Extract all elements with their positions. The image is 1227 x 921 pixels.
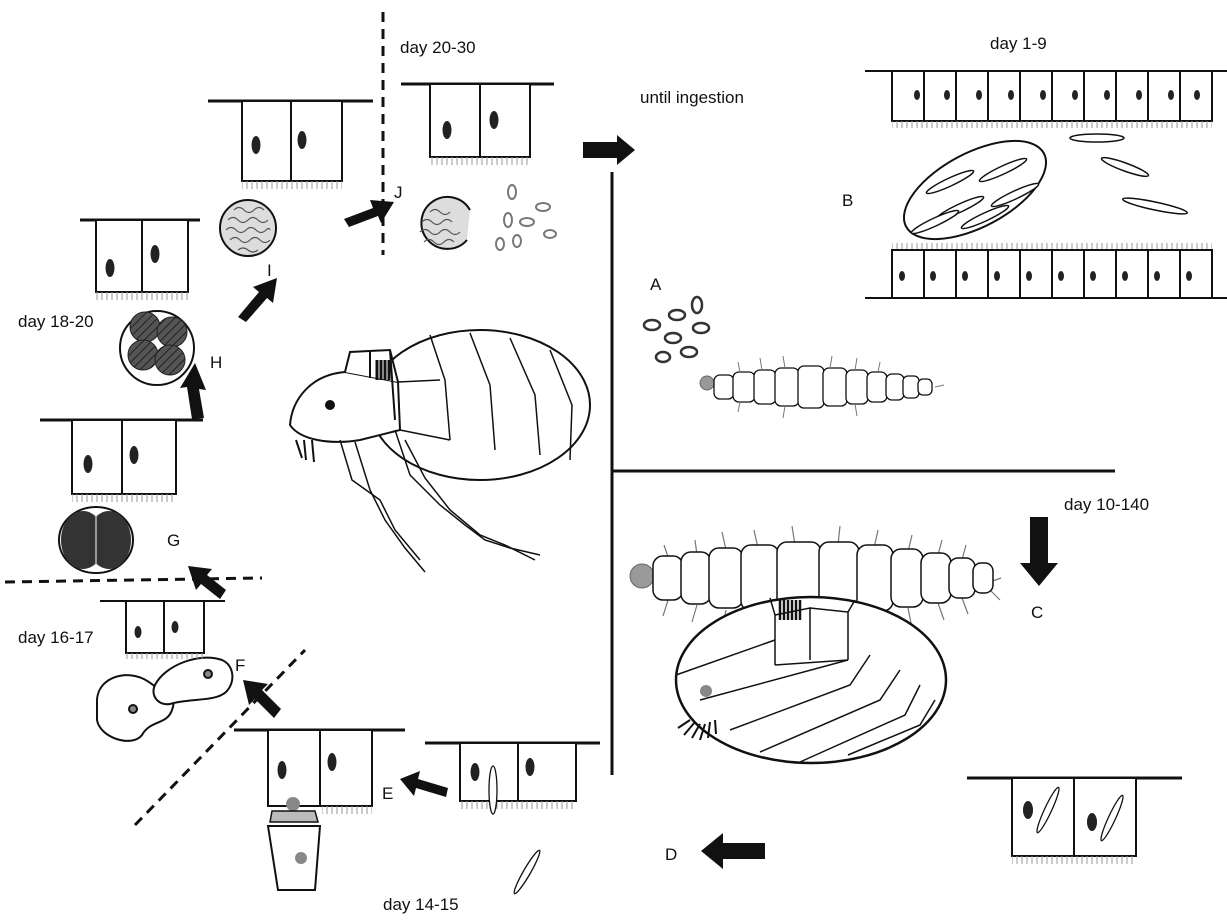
epithelium-above-i [208,101,373,189]
oocysts-a [644,297,709,362]
epithelium-above-g [40,420,203,502]
adult-flea [290,330,590,572]
arrow-g-upleft [188,566,226,599]
arrow-i-upright [238,278,277,322]
stage-letter-b: B [842,191,853,210]
oocyst-mass-i [220,200,276,256]
stage-letter-i: I [267,261,272,280]
stage-letter-j: J [394,183,403,202]
released-oocysts-j [496,185,556,250]
label-day-14-15: day 14-15 [383,895,459,914]
label-day-1-9: day 1-9 [990,34,1047,53]
gamonts-syzygy-f [97,658,232,741]
arrow-e-left [400,771,448,797]
label-day-16-17: day 16-17 [18,628,94,647]
epithelium-day20 [401,84,554,165]
label-day-20-30: day 20-30 [400,38,476,57]
label-day-10-140: day 10-140 [1064,495,1149,514]
gregarine-trophozoites-b [1070,134,1188,217]
arrow-d-left [701,833,765,869]
pupa [676,597,946,763]
gregarine-cyst-b [889,121,1061,260]
ruptured-oocyst-mass-j [420,197,470,249]
epithelium-bottom-b [865,243,1227,298]
sporocysts-h [120,311,194,385]
stage-letter-c: C [1031,603,1043,622]
epithelium-day16 [100,601,225,659]
epithelium-attached-gamont [234,730,405,890]
stage-letter-g: G [167,531,180,550]
stage-letter-h: H [210,353,222,372]
stage-letter-f: F [235,656,245,675]
epithelium-d [967,778,1182,864]
stage-letter-d: D [665,845,677,864]
epithelium-day18 [80,220,200,300]
label-day-18-20: day 18-20 [18,312,94,331]
arrow-f-upleft [243,680,281,718]
epithelium-e [425,743,600,895]
epithelium-top-b [865,71,1227,128]
stage-letter-e: E [382,784,393,803]
arrow-c-down [1020,517,1058,586]
arrow-j-right [344,200,394,227]
label-until-ingestion: until ingestion [640,88,744,107]
stage-letter-a: A [650,275,662,294]
larva-small [700,356,944,418]
gametocyst-g [59,507,133,573]
arrow-until-ingestion [583,135,635,165]
